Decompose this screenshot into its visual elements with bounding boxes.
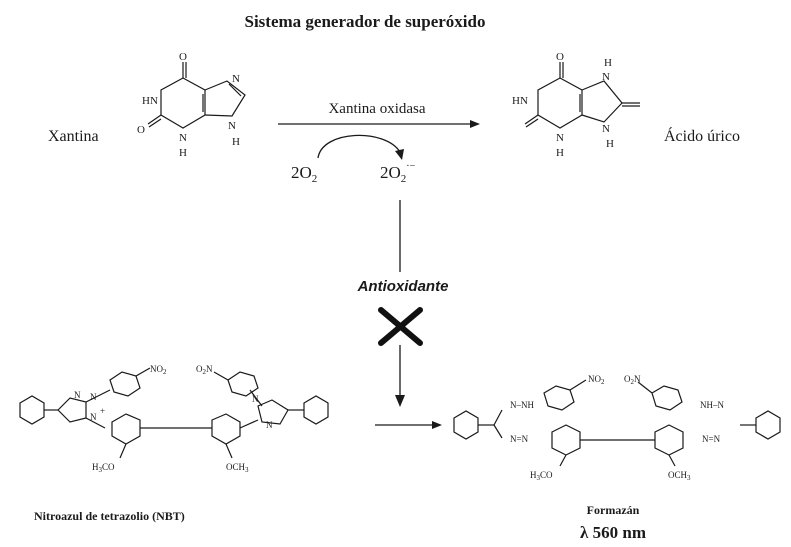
nbt-atom-N4: N — [252, 394, 259, 404]
xanthine-atom-O-left: O — [137, 124, 145, 136]
nbt-label: Nitroazul de tetrazolio (NBT) — [34, 509, 185, 523]
electron-curve-arrowhead — [395, 149, 404, 160]
xanthine-atom-N-top: N — [232, 73, 240, 85]
formazan-label: Formazán — [587, 503, 640, 517]
uric-atom-N-top: N — [602, 71, 610, 83]
nbt-atom-N2: N — [90, 392, 97, 402]
xanthine-atom-O-top: O — [179, 51, 187, 63]
oxygen-label: 2O2 — [291, 163, 317, 185]
xanthine-structure: O HN O N H N N H — [137, 51, 246, 159]
nbt-atom-H3CO: H3CO — [92, 462, 115, 474]
nbt-structure: NO2 O2N N N N + H3CO OCH3 N N — [19, 364, 329, 474]
uric-atom-O-top: O — [556, 51, 564, 63]
nbt-to-formazan-arrowhead — [432, 421, 442, 429]
formazan-structure: N–NH N=N NO2 O2N NH–N N=N H3CO OCH3 — [453, 374, 781, 482]
uric-atom-N-bottom: N — [556, 132, 564, 144]
inhibition-cross-icon — [378, 307, 423, 346]
nbt-atom-N5: N — [266, 420, 273, 430]
formazan-atom-NO2: NO2 — [588, 374, 605, 386]
formazan-atom-NHN-right: NH–N — [700, 400, 724, 410]
diagram-title: Sistema generador de superóxido — [245, 12, 486, 31]
uric-atom-N-right: N — [602, 123, 610, 135]
electron-curve-arrow — [317, 134, 401, 159]
nbt-atom-N3: N — [90, 412, 97, 422]
formazan-atom-NeqN-left: N=N — [510, 434, 529, 444]
uric-acid-structure: O HN N H H N N H — [512, 51, 640, 159]
uric-atom-H-bottom: H — [556, 147, 564, 159]
nbt-atom-O2N: O2N — [196, 364, 213, 376]
wavelength-label: λ 560 nm — [580, 523, 646, 542]
formazan-atom-O2N: O2N — [624, 374, 641, 386]
xanthine-label: Xantina — [48, 128, 99, 145]
formazan-atom-NeqN-right: N=N — [702, 434, 721, 444]
formazan-atom-OCH3: OCH3 — [668, 470, 691, 482]
uric-atom-H-right: H — [606, 138, 614, 150]
nbt-atom-NO2: NO2 — [150, 364, 167, 376]
superoxide-label: 2O2·− — [380, 161, 416, 185]
xanthine-atom-H-bottom: H — [179, 147, 187, 159]
enzyme-label: Xantina oxidasa — [328, 101, 425, 117]
uric-atom-H-top: H — [604, 57, 612, 69]
uric-acid-label: Ácido úrico — [664, 126, 740, 145]
xanthine-atom-HN: HN — [142, 95, 158, 107]
xanthine-atom-H-right: H — [232, 136, 240, 148]
formazan-atom-NNH-left: N–NH — [510, 400, 534, 410]
nbt-atom-N1: N — [74, 390, 81, 400]
vertical-arrowhead — [395, 395, 405, 407]
antioxidant-label: Antioxidante — [357, 278, 449, 295]
uric-atom-HN: HN — [512, 95, 528, 107]
nbt-atom-plus: + — [100, 406, 105, 416]
nbt-atom-OCH3: OCH3 — [226, 462, 249, 474]
reaction-arrowhead — [470, 120, 480, 128]
xanthine-atom-N-right: N — [228, 120, 236, 132]
xanthine-atom-N-bottom: N — [179, 132, 187, 144]
formazan-atom-H3CO: H3CO — [530, 470, 553, 482]
